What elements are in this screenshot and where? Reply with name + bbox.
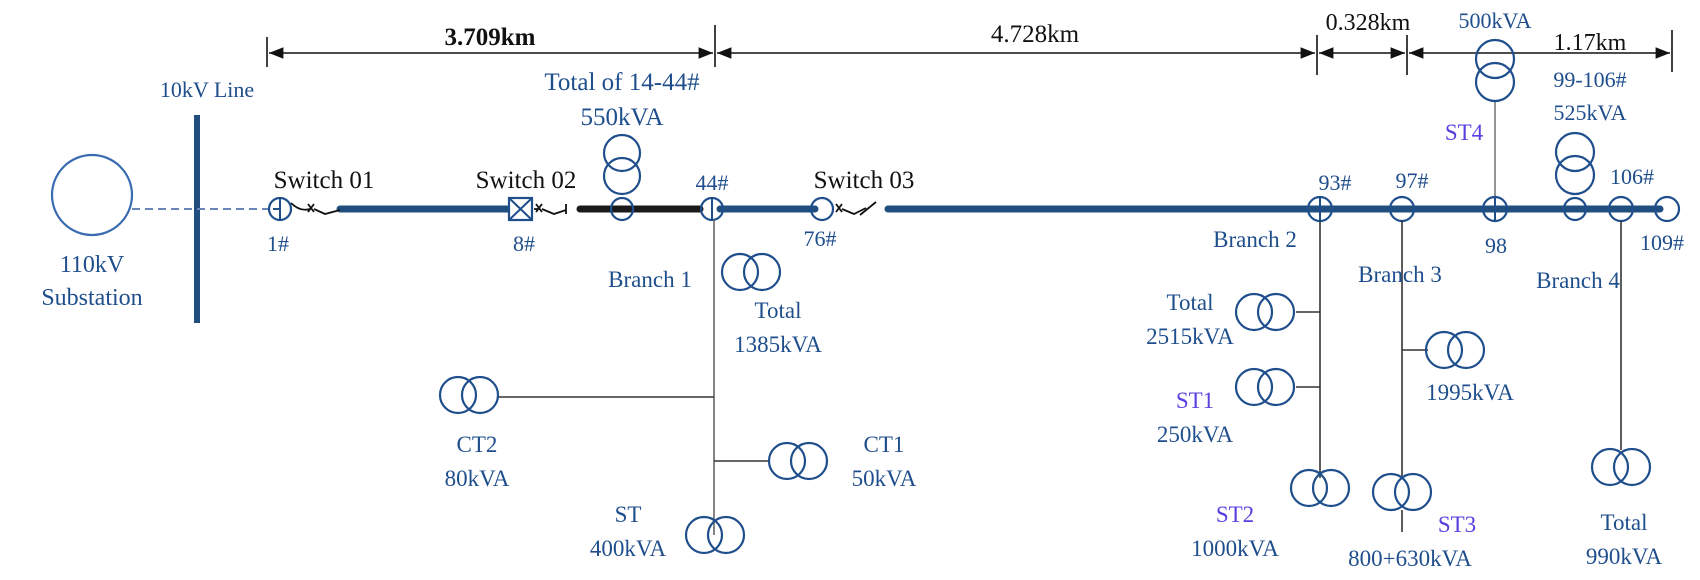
transformer-winding-icon (602, 133, 642, 173)
st3-name: ST3 (1438, 512, 1476, 537)
branch-2-label: Branch 2 (1213, 227, 1297, 252)
branch-1-label: Branch 1 (608, 267, 692, 292)
switch-02-label: Switch 02 (476, 167, 577, 194)
branch-4-total-rating: 990kVA (1586, 544, 1663, 569)
pole-106[interactable]: 106# (1607, 164, 1654, 223)
branch-2-total-label: Total (1167, 290, 1214, 315)
transformer-icon (742, 252, 782, 292)
transformer-winding-icon (602, 156, 642, 196)
branch-1-total-rating: 1385kVA (734, 332, 822, 357)
pole-8-label: 8# (513, 231, 535, 256)
ct2-transformer-icon (460, 375, 500, 415)
branch-4-transformer-icon (1612, 447, 1652, 487)
st3-rating: 800+630kVA (1348, 546, 1472, 571)
branch-4-label: Branch 4 (1536, 268, 1620, 293)
pole-93-label: 93# (1319, 170, 1352, 195)
branch-3-load-transformer-icon (1446, 330, 1486, 370)
st2-name: ST2 (1216, 502, 1254, 527)
ct1-rating: 50kVA (852, 466, 917, 491)
substation-label-name: Substation (41, 285, 142, 311)
pole-97[interactable]: 97# (1388, 168, 1429, 223)
st1-transformer-icon (1256, 367, 1296, 407)
pole-109-label: 109# (1640, 230, 1684, 255)
pole-44[interactable]: 44# (696, 170, 729, 222)
pole-icon (1562, 196, 1588, 222)
st2-transformer-icon (1311, 468, 1351, 508)
st1-name: ST1 (1176, 388, 1214, 413)
pole-97-label: 97# (1396, 168, 1429, 193)
branch-4[interactable]: Branch 4 Total 990kVA (1536, 221, 1663, 569)
st4-transformer-icon (1474, 61, 1516, 103)
switch-01-label: Switch 01 (274, 167, 375, 194)
st4-rating: 500kVA (1459, 8, 1532, 33)
branch-3-label: Branch 3 (1358, 262, 1442, 287)
pole-98-label: 98 (1485, 233, 1507, 258)
pole-1-label: 1# (267, 231, 289, 256)
ct2-rating: 80kVA (445, 466, 510, 491)
switch-03[interactable]: Switch 03 76# (804, 167, 915, 251)
distance-label-2: 4.728km (991, 21, 1080, 48)
distance-label-3: 0.328km (1326, 10, 1411, 36)
distance-label-4: 1.17km (1554, 30, 1627, 56)
pole-76-label: 76# (804, 226, 837, 251)
load-99-106-label: 99-106# (1553, 67, 1626, 92)
pole-109[interactable]: 109# (1640, 195, 1684, 255)
substation: 110kV Substation (41, 153, 143, 311)
branch-4-total-label: Total (1601, 510, 1648, 535)
distance-label-1: 3.709km (445, 24, 536, 51)
st1-rating: 250kVA (1157, 422, 1234, 447)
switch-icon (835, 201, 877, 216)
bus-label: 10kV Line (160, 77, 254, 102)
ct2-name: CT2 (457, 432, 498, 457)
pole-93[interactable]: 93# (1306, 170, 1352, 223)
transformer-99-106[interactable]: 99-106# 525kVA (1553, 67, 1627, 222)
ct1-transformer-icon (789, 441, 829, 481)
switch-03-label: Switch 03 (814, 167, 915, 194)
branch-3[interactable]: Branch 3 1995kVA ST3 800+630kVA (1348, 221, 1514, 571)
ct1-name: CT1 (864, 432, 905, 457)
pole-44-label: 44# (696, 170, 729, 195)
substation-label-voltage: 110kV (60, 252, 125, 278)
switch-02[interactable]: Switch 02 8# (476, 167, 577, 256)
pole-98-st4[interactable]: 500kVA ST4 98 (1445, 8, 1532, 258)
pole-109-icon (1653, 195, 1681, 223)
branch-2-total-transformer-icon (1256, 292, 1296, 332)
st2-rating: 1000kVA (1191, 536, 1279, 561)
st-name: ST (615, 502, 642, 527)
load-14-44-rating: 550kVA (581, 104, 664, 131)
load-14-44-label: Total of 14-44# (544, 69, 700, 96)
pole-icon (609, 196, 635, 222)
pole-106-label: 106# (1610, 164, 1654, 189)
st4-name: ST4 (1445, 120, 1484, 145)
st3-transformer-icon (1393, 472, 1433, 512)
branch-2[interactable]: Branch 2 Total 2515kVA ST1 250kVA ST2 10… (1146, 221, 1351, 561)
st-transformer-icon (706, 515, 746, 555)
switch-icon (534, 203, 567, 215)
branch-3-load-rating: 1995kVA (1426, 380, 1514, 405)
transformer-14-44[interactable]: Total of 14-44# 550kVA (544, 69, 700, 222)
pole-76-icon (809, 196, 835, 222)
branch-1[interactable]: Branch 1 Total 1385kVA CT2 80kVA CT1 50k… (438, 220, 917, 561)
branch-1-total-label: Total (755, 298, 802, 323)
dimension-lines: 3.709km 4.728km 0.328km 1.17km (266, 10, 1673, 75)
branch-2-total-rating: 2515kVA (1146, 324, 1234, 349)
load-99-106-rating: 525kVA (1554, 100, 1627, 125)
load-99-106-transformer-icon (1554, 154, 1596, 196)
switch-icon (290, 202, 341, 215)
substation-icon (50, 153, 134, 237)
switch-01[interactable]: Switch 01 1# (267, 167, 374, 256)
st-rating: 400kVA (590, 536, 667, 561)
